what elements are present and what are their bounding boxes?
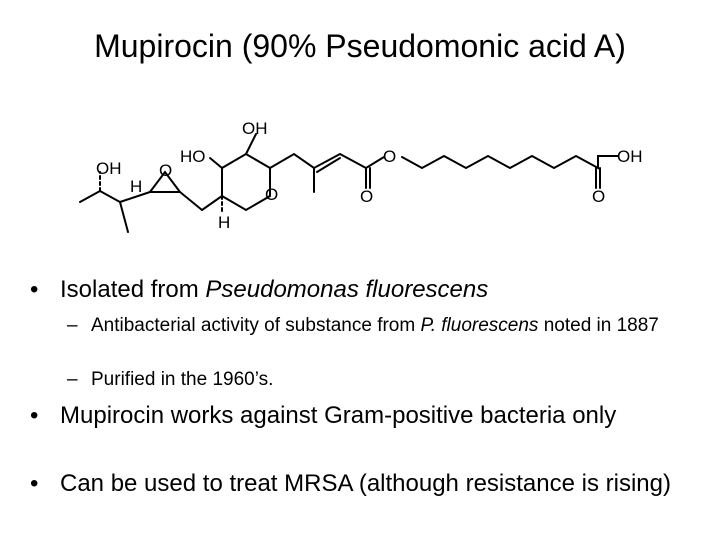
bond-carbonyl-1: [366, 168, 370, 188]
subbullet-text: Antibacterial activity of substance from: [91, 315, 420, 336]
label-o-epoxide: O: [159, 161, 172, 180]
label-o-ester: O: [383, 147, 396, 166]
subbullet-marker: –: [67, 368, 78, 391]
label-o-ring: O: [265, 185, 278, 204]
label-ho-ring: HO: [180, 147, 206, 166]
bullet-marker: •: [30, 275, 38, 304]
bond-ring-ho: [210, 158, 222, 168]
bond-alkyl-chain: [402, 156, 618, 168]
bond-ester: [366, 157, 384, 168]
bullet-marker: •: [30, 401, 38, 430]
bond-left-chain: [80, 191, 128, 232]
bond-side-chain: [270, 154, 366, 168]
bullet-text: Mupirocin works against Gram-positive ba…: [60, 401, 700, 430]
subbullet-marker: –: [67, 314, 78, 337]
label-o-carbonyl-1: O: [360, 187, 373, 206]
bullet-text: Isolated from: [60, 276, 205, 303]
bullet-text: Can be used to treat MRSA (although resi…: [60, 469, 700, 498]
subbullet-text-after: noted in 1887: [538, 315, 658, 336]
label-oh-top: OH: [242, 119, 268, 138]
bond-carbonyl-2: [596, 168, 600, 188]
bullet-marker: •: [30, 469, 38, 498]
bond-epoxide-right: [180, 192, 202, 210]
label-oh-acid: OH: [617, 147, 643, 166]
subbullet-italic-text: P. fluorescens: [420, 315, 538, 336]
slide-title: Mupirocin (90% Pseudomonic acid A): [0, 28, 720, 65]
bullet-italic-text: Pseudomonas fluorescens: [205, 276, 488, 303]
mupirocin-structure-diagram: OH HO OH H O O H O O OH O: [70, 110, 670, 245]
subbullet-text: Purified in the 1960’s.: [91, 368, 687, 391]
pyran-ring: [202, 154, 270, 210]
label-oh-left: OH: [96, 159, 122, 178]
label-o-carbonyl-2: O: [592, 187, 605, 206]
label-h-bottom: H: [218, 213, 230, 232]
label-h-epoxide: H: [130, 177, 142, 196]
